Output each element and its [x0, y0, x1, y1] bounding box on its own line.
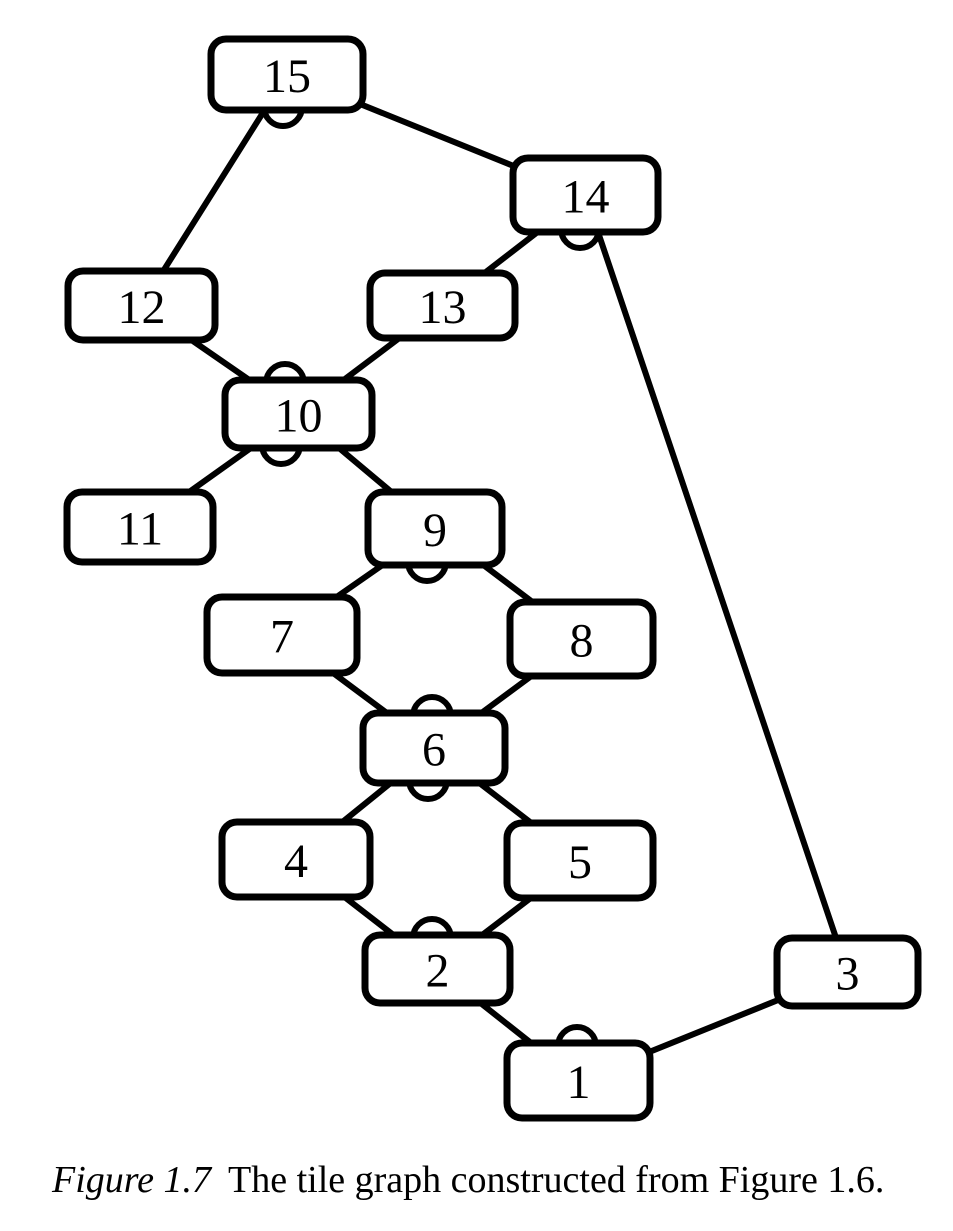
node-label-9: 9: [423, 504, 447, 557]
node-label-5: 5: [568, 836, 592, 889]
node-box-8: [506, 598, 657, 680]
tile-graph: 15 14 12 13 10 11 9 7 8 6 4 5 2 3 1: [63, 35, 922, 1122]
node-box-13: [366, 269, 519, 342]
node-box-6: [359, 709, 509, 787]
edge-14-3: [582, 192, 851, 975]
node-box-9: [364, 488, 506, 569]
node-box-1: [503, 1039, 654, 1122]
node-label-8: 8: [570, 615, 594, 668]
caption-text: The tile graph constructed from Figure 1…: [228, 1159, 885, 1201]
node-label-11: 11: [117, 503, 163, 556]
node-label-6: 6: [422, 724, 446, 777]
node-label-14: 14: [562, 171, 610, 224]
node-box-4: [218, 818, 374, 901]
caption-label: Figure 1.7: [52, 1159, 212, 1201]
node-box-15: [207, 35, 367, 114]
node-box-14: [509, 154, 662, 236]
node-label-4: 4: [284, 835, 308, 888]
node-box-10: [221, 376, 376, 452]
node-box-2: [361, 931, 514, 1007]
node-label-1: 1: [567, 1056, 591, 1109]
node-box-12: [64, 267, 219, 344]
node-label-10: 10: [275, 390, 323, 443]
node-box-5: [503, 819, 657, 902]
figure-caption: Figure 1.7 The tile graph constructed fro…: [52, 1158, 932, 1202]
node-label-15: 15: [263, 50, 311, 103]
node-label-3: 3: [836, 948, 860, 1001]
node-box-3: [773, 934, 922, 1010]
node-box-7: [203, 593, 361, 677]
node-label-7: 7: [270, 611, 294, 664]
node-box-11: [63, 488, 217, 566]
node-label-12: 12: [118, 281, 166, 334]
node-label-2: 2: [426, 945, 450, 998]
node-label-13: 13: [419, 281, 467, 334]
